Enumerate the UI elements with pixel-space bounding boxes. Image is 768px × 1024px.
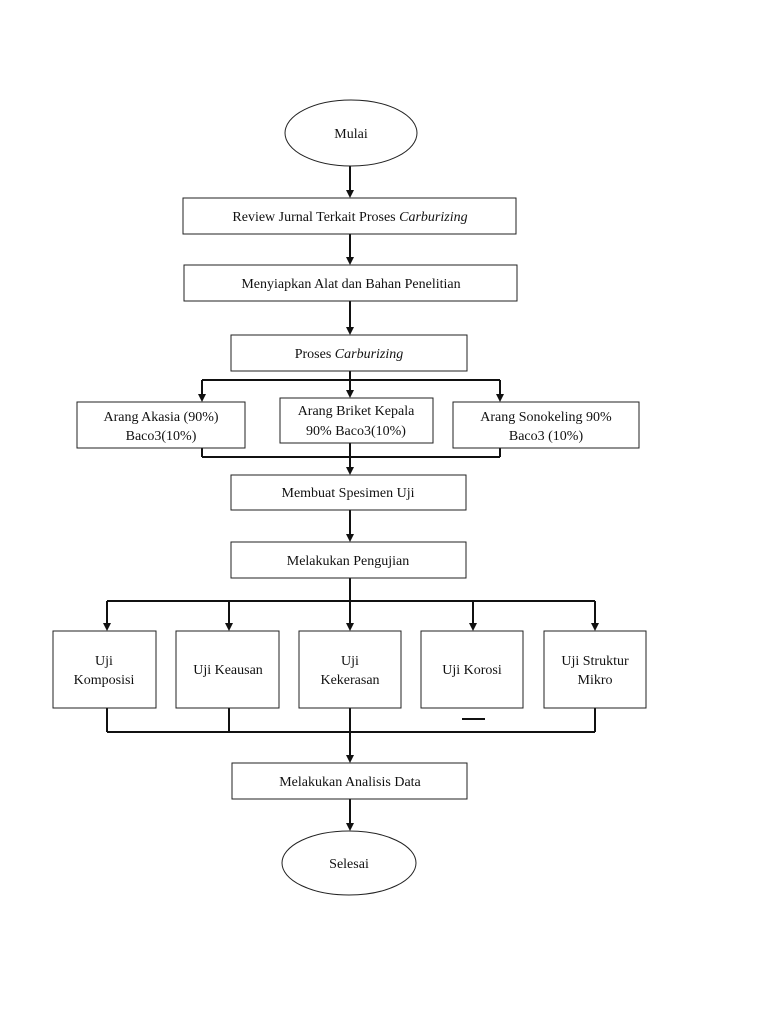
test-node-keausan: Uji Keausan (175, 630, 280, 709)
material-node-akasia: Arang Akasia (90%) Baco3(10%) (76, 401, 246, 449)
carburizing-label-emphasis: Carburizing (335, 347, 403, 362)
test-box-komposisi (52, 630, 157, 709)
end-ellipse (281, 830, 417, 896)
analysis-box (231, 762, 468, 800)
testing-box (230, 541, 467, 579)
material-box-akasia (76, 401, 246, 449)
test-node-komposisi: Uji Komposisi (52, 630, 157, 709)
analysis-label: Melakukan Analisis Data (279, 775, 421, 790)
test-node-kekerasan: Uji Kekerasan (298, 630, 402, 709)
material-briket-line2: 90% Baco3(10%) (306, 424, 406, 439)
material-box-sonokeling (452, 401, 640, 449)
prepare-box (183, 264, 518, 302)
test-box-struktur-mikro (543, 630, 647, 709)
material-akasia-line2: Baco3(10%) (126, 429, 197, 444)
end-label: Selesai (329, 857, 369, 872)
review-node: Review Jurnal Terkait Proses Carburizing (182, 197, 517, 235)
specimen-box (230, 474, 467, 511)
test-keausan-line1: Uji Keausan (193, 663, 263, 678)
review-box (182, 197, 517, 235)
testing-node: Melakukan Pengujian (230, 541, 467, 579)
carburizing-label-prefix: Proses (295, 347, 335, 362)
prepare-node: Menyiapkan Alat dan Bahan Penelitian (183, 264, 518, 302)
start-node: Mulai (284, 99, 418, 167)
test-struktur-mikro-line1: Uji Struktur (561, 654, 629, 669)
test-box-kekerasan (298, 630, 402, 709)
review-label: Review Jurnal Terkait Proses Carburizing (232, 210, 467, 225)
review-label-prefix: Review Jurnal Terkait Proses (232, 210, 399, 225)
test-box-keausan (175, 630, 280, 709)
test-komposisi-line1: Uji (95, 654, 113, 669)
carburizing-box (230, 334, 468, 372)
start-ellipse (284, 99, 418, 167)
test-kekerasan-line2: Kekerasan (320, 673, 379, 688)
test-node-korosi: Uji Korosi (420, 630, 524, 709)
specimen-node: Membuat Spesimen Uji (230, 474, 467, 511)
connectors (103, 166, 599, 831)
analysis-node: Melakukan Analisis Data (231, 762, 468, 800)
test-kekerasan-line1: Uji (341, 654, 359, 669)
end-node: Selesai (281, 830, 417, 896)
test-korosi-line1: Uji Korosi (442, 663, 502, 678)
test-node-struktur-mikro: Uji Struktur Mikro (543, 630, 647, 709)
prepare-label: Menyiapkan Alat dan Bahan Penelitian (241, 277, 460, 292)
start-label: Mulai (334, 127, 368, 142)
carburizing-label: Proses Carburizing (295, 347, 404, 362)
carburizing-node: Proses Carburizing (230, 334, 468, 372)
material-box-briket (279, 397, 434, 444)
material-sonokeling-line2: Baco3 (10%) (509, 429, 584, 444)
material-node-sonokeling: Arang Sonokeling 90% Baco3 (10%) (452, 401, 640, 449)
material-sonokeling-line1: Arang Sonokeling 90% (480, 410, 612, 425)
test-komposisi-line2: Komposisi (74, 673, 135, 688)
testing-label: Melakukan Pengujian (287, 554, 409, 569)
material-akasia-line1: Arang Akasia (90%) (103, 410, 218, 425)
test-struktur-mikro-line2: Mikro (578, 673, 613, 688)
review-label-emphasis: Carburizing (399, 210, 467, 225)
test-box-korosi (420, 630, 524, 709)
material-node-briket: Arang Briket Kepala 90% Baco3(10%) (279, 397, 434, 444)
material-briket-line1: Arang Briket Kepala (298, 404, 415, 419)
specimen-label: Membuat Spesimen Uji (282, 486, 415, 501)
